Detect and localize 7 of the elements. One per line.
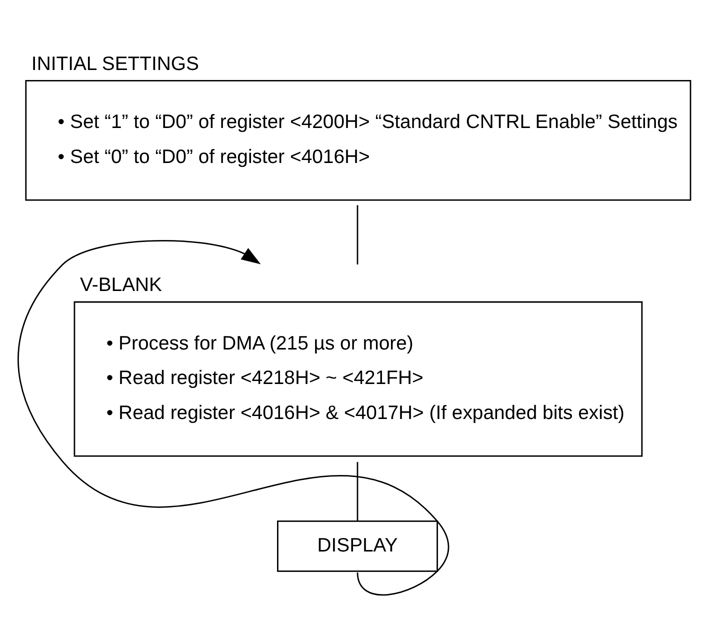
connector — [356, 204, 358, 264]
node-box: DISPLAY — [277, 520, 438, 572]
node-box: • Set “1” to “D0” of register <4200H> “Standard CNTRL Enable” Settings • Set “0” to “D0” of register <4016H> — [25, 80, 692, 200]
node-box: • Process for DMA (215 µs or more) • Read register <4218H> ~ <421FH> • Read register <4016H> & <4017H> (If expanded bits exist) — [74, 300, 643, 456]
node-label: INITIAL SETTINGS — [31, 52, 199, 74]
node-label: V-BLANK — [80, 274, 162, 296]
connector — [356, 462, 358, 521]
